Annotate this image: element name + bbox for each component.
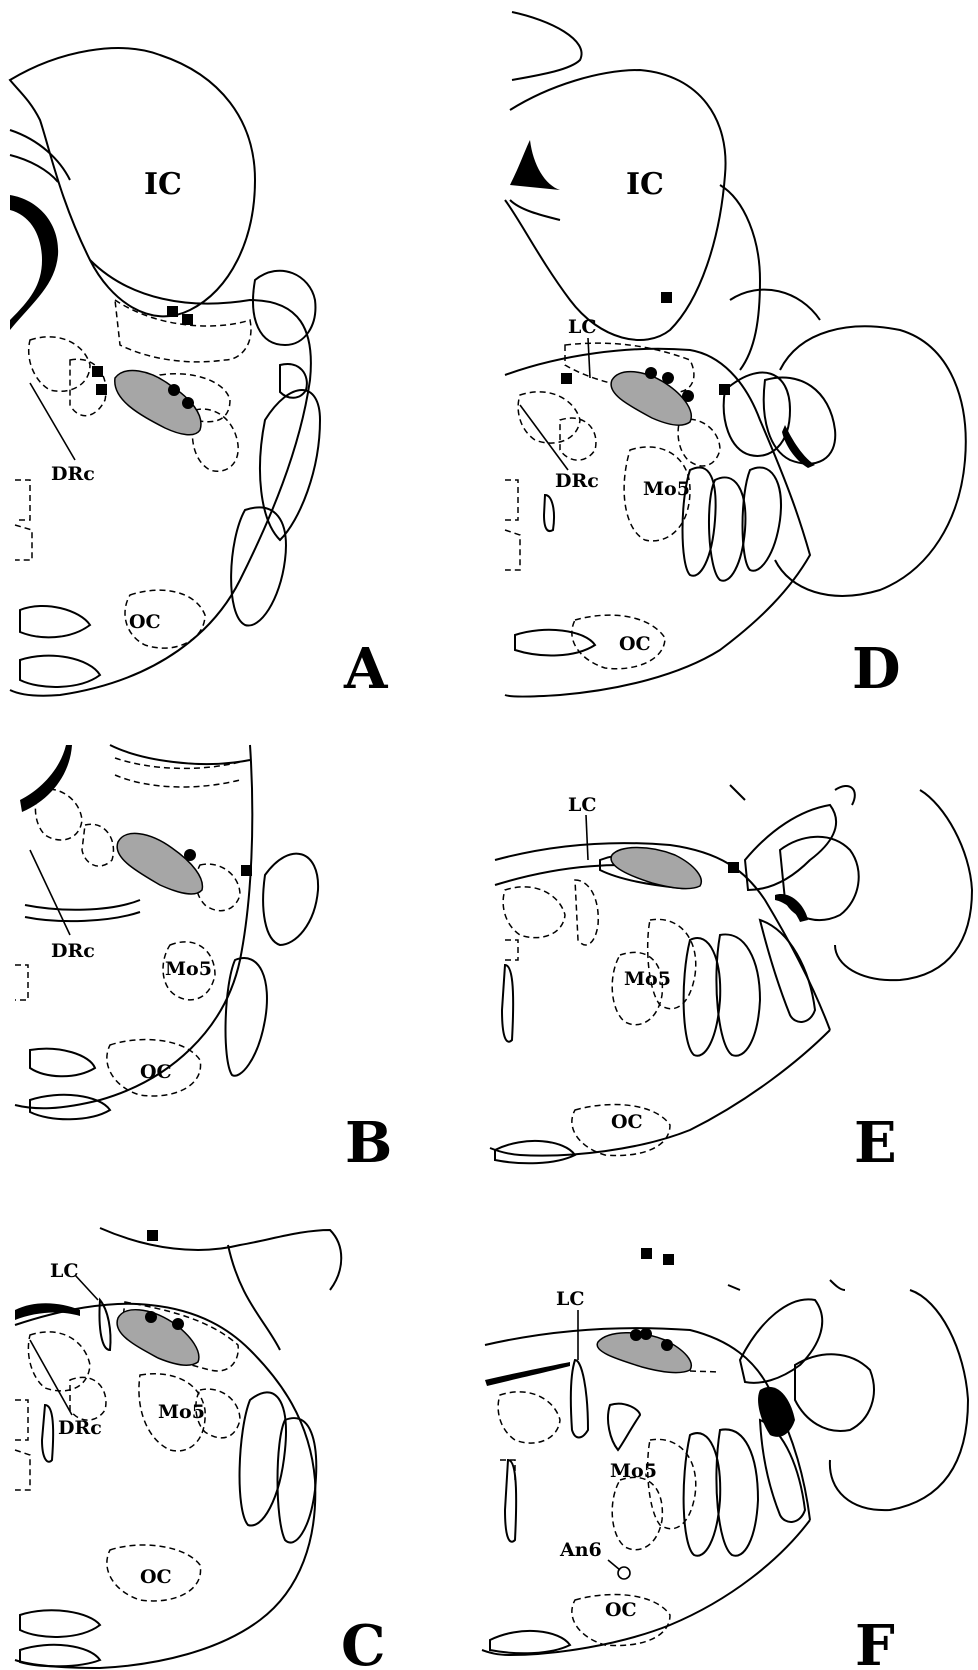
- panel-e-letter: E: [854, 1110, 897, 1176]
- panel-f-oc-label: OC: [605, 1599, 637, 1621]
- panel-f-an6-label: An6: [559, 1539, 602, 1561]
- panel-f-lc-label: LC: [556, 1288, 584, 1310]
- panel-e-oc-label: OC: [611, 1111, 643, 1133]
- panel-d-lc-label: LC: [568, 316, 596, 338]
- panel-f-mo5-label: Mo5: [610, 1460, 657, 1482]
- panel-c-mo5-label: Mo5: [158, 1401, 205, 1423]
- panel-b-drc-label: DRc: [51, 940, 95, 962]
- panel-d-letter: D: [852, 636, 901, 702]
- panel-a-letter: A: [343, 636, 389, 702]
- panel-d-mo5-label: Mo5: [643, 478, 690, 500]
- panel-c: LC DRc Mo5 OC C: [15, 1228, 386, 1670]
- panel-b-mo5-label: Mo5: [165, 958, 212, 980]
- panel-c-oc-label: OC: [140, 1566, 172, 1588]
- panel-b: DRc Mo5 OC B: [15, 745, 392, 1176]
- panel-d-drc-label: DRc: [555, 470, 599, 492]
- panel-b-letter: B: [345, 1110, 392, 1176]
- panel-c-lc-label: LC: [50, 1260, 78, 1282]
- panel-e: LC Mo5 OC E: [490, 785, 972, 1176]
- panel-a-ic-label: IC: [144, 167, 182, 202]
- panel-f: LC Mo5 An6 OC F: [482, 1248, 968, 1670]
- panel-f-letter: F: [855, 1613, 895, 1670]
- panel-d: IC LC DRc Mo5 OC D: [505, 12, 966, 702]
- panel-d-ic-label: IC: [626, 167, 664, 202]
- panel-c-drc-label: DRc: [58, 1417, 102, 1439]
- panel-a: IC DRc OC A: [10, 48, 389, 702]
- panel-c-letter: C: [341, 1613, 386, 1670]
- panel-e-lc-label: LC: [568, 794, 596, 816]
- panel-a-drc-label: DRc: [51, 463, 95, 485]
- panel-d-oc-label: OC: [619, 633, 651, 655]
- panel-b-oc-label: OC: [140, 1061, 172, 1083]
- panel-e-mo5-label: Mo5: [624, 968, 671, 990]
- panel-a-oc-label: OC: [129, 611, 161, 633]
